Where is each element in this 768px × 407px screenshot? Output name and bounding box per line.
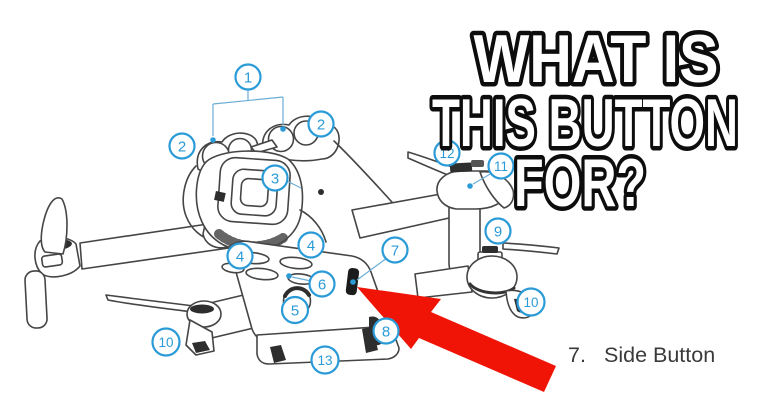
belly-vent-slot (245, 267, 279, 281)
leader-6 (291, 276, 312, 282)
right-elbow (414, 265, 473, 299)
lower-right-motor-cap (482, 246, 498, 253)
callout-number: 4 (307, 238, 315, 255)
rear-left-foot (192, 341, 210, 353)
callout-1: 1 (234, 63, 262, 91)
callout-number: 11 (494, 159, 508, 174)
right-body-line (299, 209, 327, 243)
top-motor-detail (449, 162, 473, 173)
headline-line-3: FOR? (514, 145, 646, 221)
leader-1-bracket (212, 90, 284, 136)
leader-dot (467, 183, 473, 189)
callout-9: 9 (484, 217, 512, 245)
leader-11 (472, 172, 493, 185)
callout-number: 10 (523, 295, 538, 310)
callout-number: 10 (158, 335, 173, 350)
callout-number: 2 (317, 117, 325, 134)
callout-number: 13 (317, 353, 332, 368)
headline-line-1: WHAT IS (474, 21, 719, 97)
caption-label: Side Button (604, 343, 715, 367)
left-propeller-down (24, 270, 48, 329)
callout-leaders (210, 90, 493, 285)
leader-3 (286, 180, 302, 189)
joint-screw (318, 189, 324, 195)
red-arrow (357, 287, 556, 392)
left-motor-detail (40, 253, 64, 268)
callout-11: 11 (487, 152, 515, 180)
left-propeller-up (40, 197, 68, 255)
callout-7: 7 (381, 236, 409, 264)
top-motor-detail (471, 160, 484, 167)
callout-number: 9 (494, 224, 502, 241)
rear-left-motor-cap (190, 304, 214, 314)
callout-6: 6 (308, 270, 336, 298)
callout-number: 4 (236, 249, 244, 266)
gimbal-damper (214, 191, 226, 202)
callout-4-left: 4 (226, 242, 254, 270)
caption-number: 7. (568, 343, 586, 367)
callout-number: 12 (439, 146, 454, 161)
drone-illustration (24, 115, 560, 365)
callout-13: 13 (310, 345, 340, 375)
caption: 7. Side Button (568, 343, 715, 367)
bottom-sensor-rim (283, 286, 311, 298)
belly-vent-slot (279, 256, 313, 270)
leader-dot (280, 126, 286, 132)
callout-number: 7 (391, 243, 399, 260)
leader-dot (350, 279, 356, 285)
headline: WHAT IS THIS BUTTON FOR? (428, 17, 743, 226)
callout-number: 5 (291, 303, 299, 320)
callout-number: 3 (271, 171, 279, 188)
lower-right-motor (466, 255, 518, 299)
leader-dot (210, 137, 216, 143)
callout-2-left: 2 (168, 132, 196, 160)
callout-2-right: 2 (307, 110, 335, 138)
callout-number: 2 (178, 139, 186, 156)
callout-10-left: 10 (151, 327, 181, 357)
headline-line-2: THIS BUTTON (432, 85, 738, 161)
rear-left-blade (105, 294, 195, 313)
callout-8: 8 (372, 317, 400, 345)
callout-number: 8 (382, 324, 390, 341)
callout-12: 12 (433, 139, 461, 167)
callout-5: 5 (280, 295, 310, 325)
right-shoulder-edge (333, 140, 402, 213)
callout-number: 6 (318, 277, 326, 294)
callout-4-right: 4 (297, 231, 325, 259)
callout-number: 1 (244, 70, 252, 87)
hull-wedge (270, 345, 286, 363)
camera-lens (239, 177, 270, 208)
leader-7 (356, 257, 388, 281)
lower-right-blade (502, 242, 560, 255)
leader-dot (286, 273, 292, 279)
callout-3: 3 (261, 164, 289, 192)
callout-10-right: 10 (516, 287, 546, 317)
